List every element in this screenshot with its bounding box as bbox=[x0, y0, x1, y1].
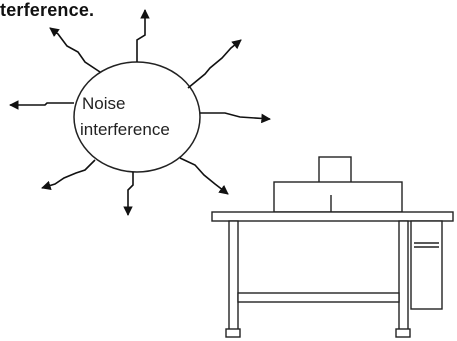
arrow-left bbox=[9, 100, 74, 110]
arrow-up-right bbox=[187, 39, 242, 89]
arrow-right bbox=[200, 112, 271, 124]
table-top bbox=[211, 211, 454, 222]
table-leg-left bbox=[228, 220, 239, 331]
control-box bbox=[410, 220, 443, 310]
table-crossbar bbox=[237, 292, 400, 303]
arrow-down bbox=[123, 172, 134, 216]
foot-left bbox=[225, 328, 241, 338]
arrow-up-left bbox=[49, 27, 101, 73]
noise-label-line1: Noise bbox=[82, 94, 125, 113]
sewing-machine-table bbox=[211, 156, 454, 338]
arrow-up bbox=[136, 9, 150, 62]
caption-fragment: terference. bbox=[0, 0, 95, 20]
foot-right bbox=[395, 328, 411, 338]
arrow-down-left bbox=[41, 159, 96, 191]
machine-body bbox=[273, 181, 403, 213]
arrow-down-right bbox=[179, 157, 229, 195]
table-leg-right bbox=[398, 220, 409, 331]
noise-label-line2: interference bbox=[80, 120, 170, 139]
noise-ellipse bbox=[73, 61, 201, 173]
